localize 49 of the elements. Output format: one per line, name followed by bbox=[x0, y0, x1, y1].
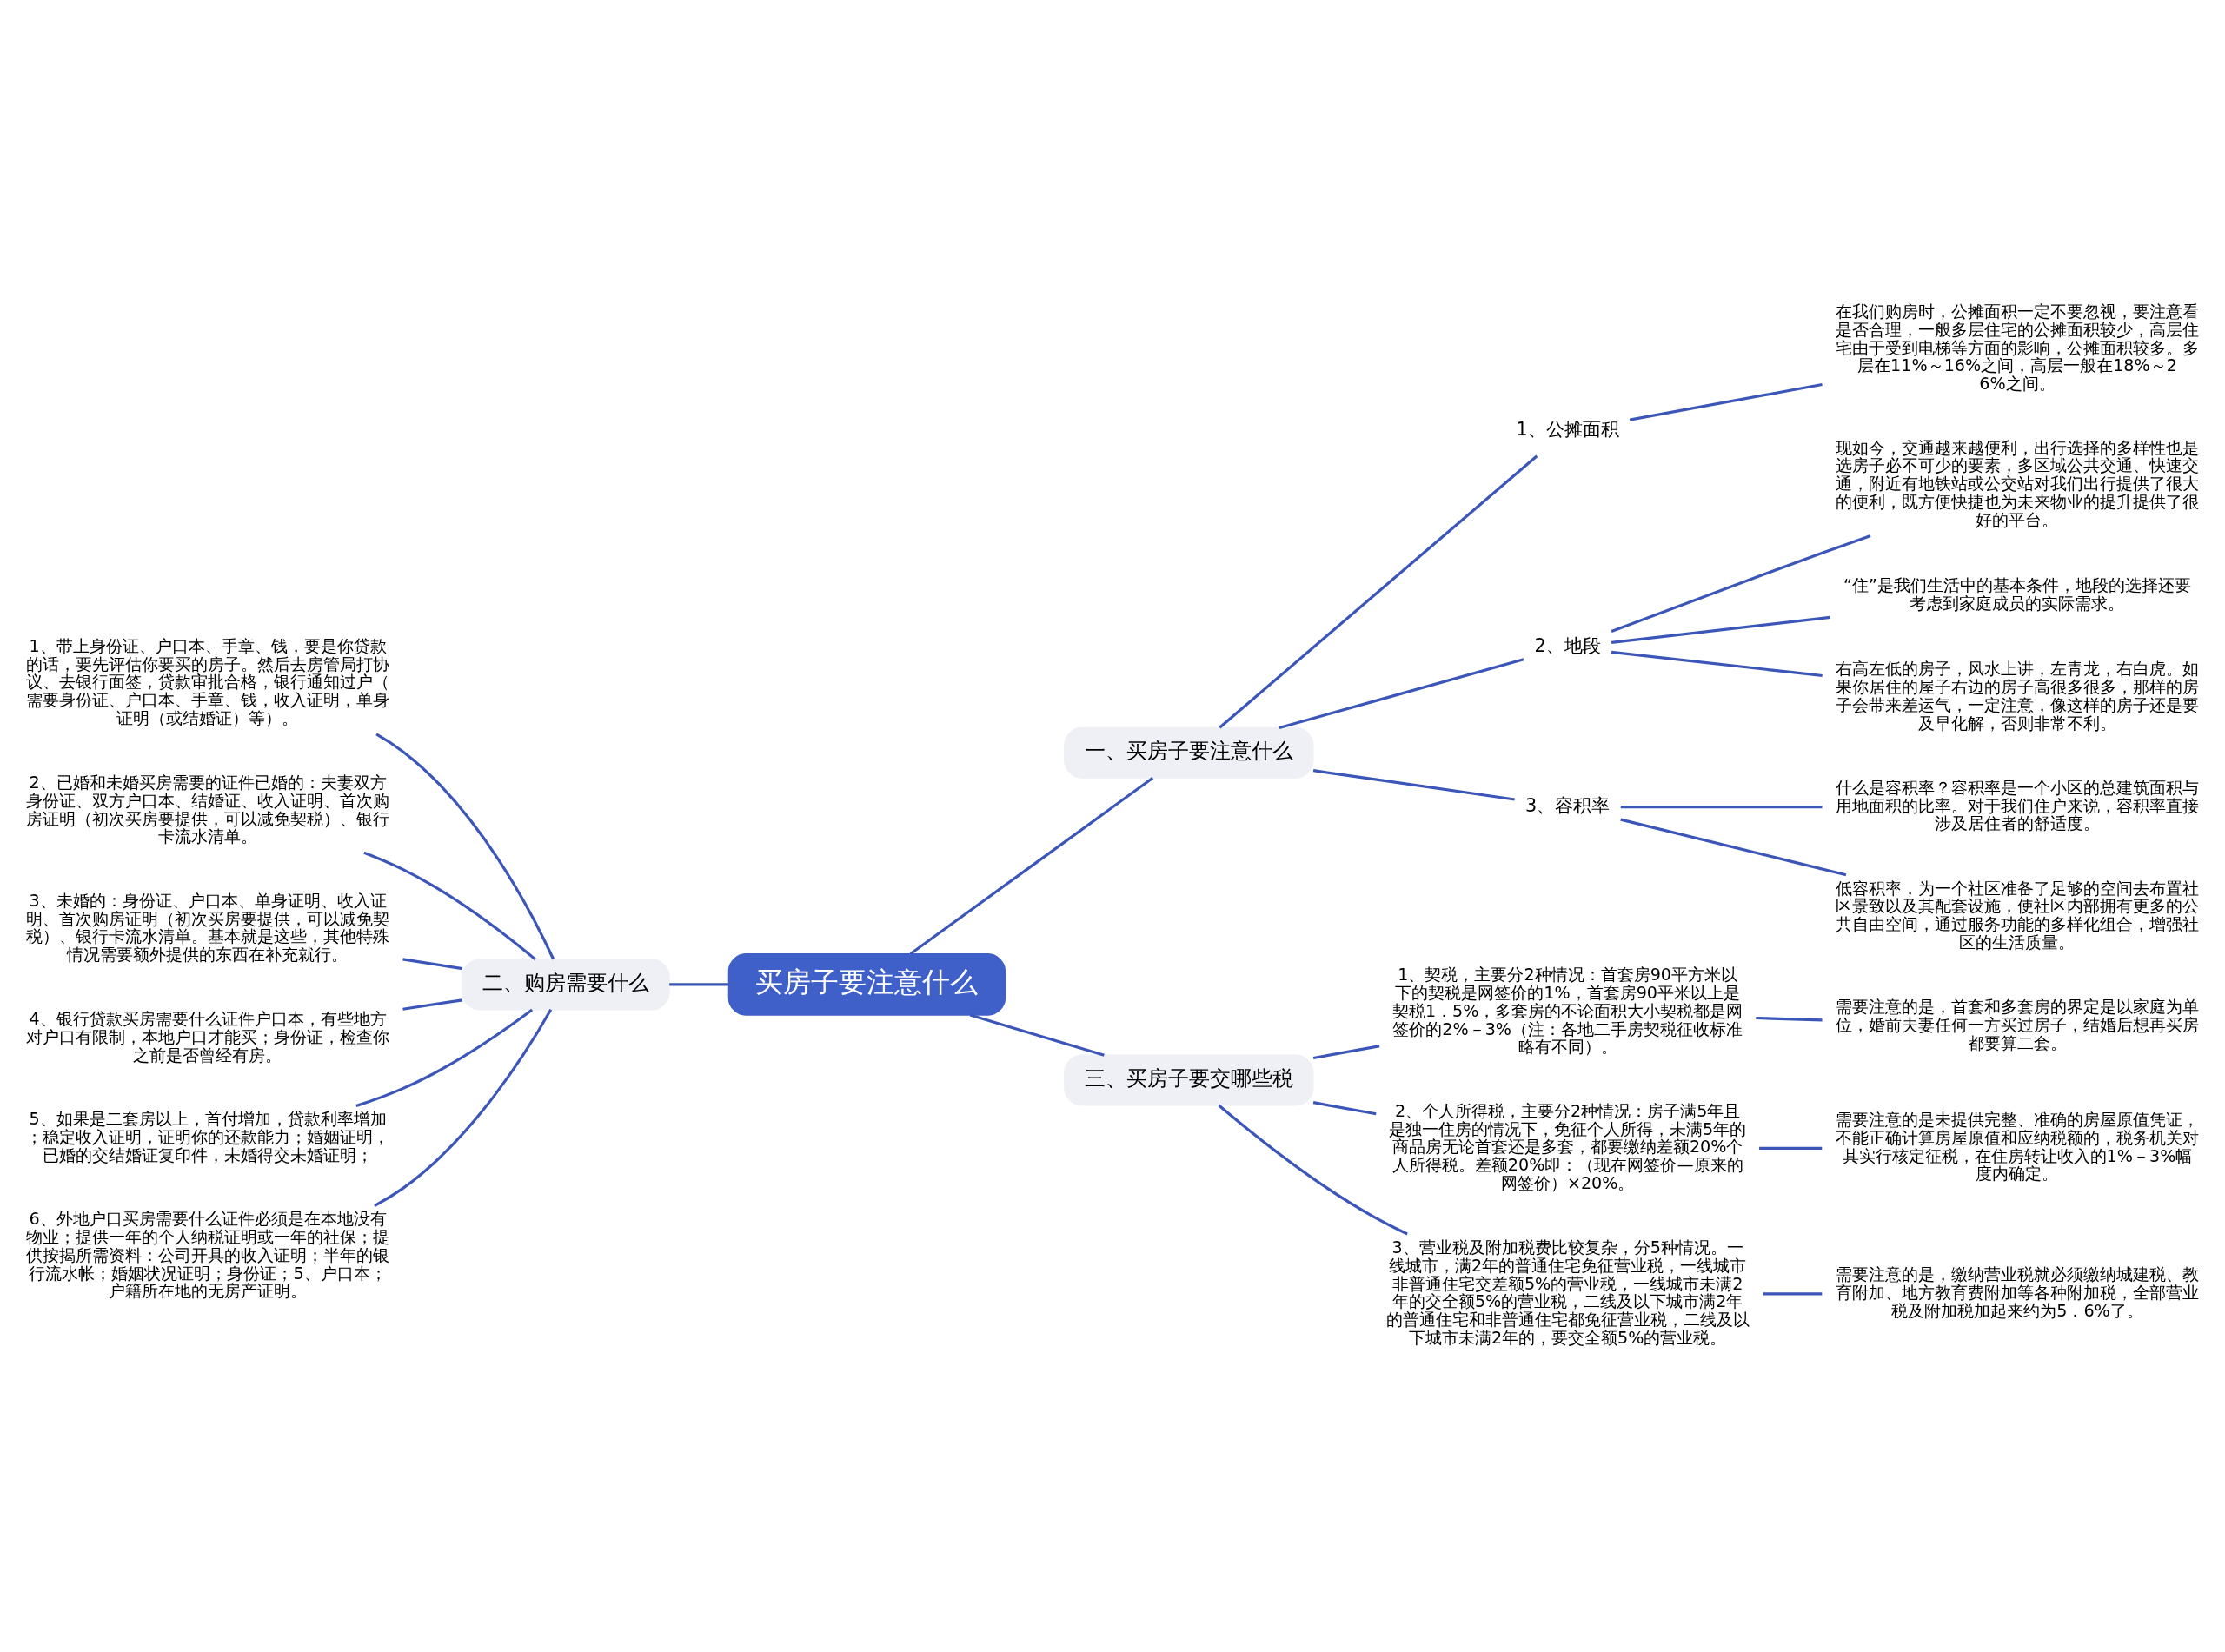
node-text: 需要注意的是，缴纳营业税就必须缴纳城建税、教育附加、地方教育费附加等各种附加税，全部营业税及附加税加起来约为5．6%了。 bbox=[1835, 1264, 2199, 1321]
connector bbox=[402, 958, 463, 971]
connector bbox=[1611, 615, 1830, 644]
node-text: 右高左低的房子，风水上讲，左青龙，右白虎。如果你居住的屋子右边的房子高很多很多，那样的房子会带来差运气，一定注意，像这样的房子还是要及早化解，否则非常不利。 bbox=[1835, 659, 2199, 733]
node-text: 低容积率，为一个社区准备了足够的空间去布置社区景致以及其配套设施，使社区内部拥有更多的公共自由空间，通过服务功能的多样化组合，增强社区的生活质量。 bbox=[1835, 878, 2199, 952]
node-text: 1、契税，主要分2种情况：首套房90平方米以下的契税是网签价的1%，首套房90平米以上是契税1．5%，多套房的不论面积大小契税都是网签价的2%－3%（注：各地二手房契税征收标准略有不同）。 bbox=[1391, 965, 1743, 1058]
node-box: 二、购房需要什么 bbox=[462, 959, 670, 1011]
connector bbox=[1611, 534, 1871, 633]
node-text: 3、营业税及附加税费比较复杂，分5种情况。一线城市，满2年的普通住宅免征营业税，一线城市非普通住宅交差额5%的营业税，一线城市未满2年的交全额5%的营业税，二线及以下城市满2年的普通住宅和非普通住宅都免征营业税，二线及以下城市未满2年的，要交全额5%的营业税。 bbox=[1385, 1237, 1750, 1348]
connector bbox=[1312, 1045, 1380, 1060]
node-box: 一、买房子要注意什么 bbox=[1064, 726, 1314, 779]
node-text: 2、已婚和未婚买房需要的证件已婚的：夫妻双方身份证、双方户口本、结婚证、收入证明、首次购房证明（初次买房要提供，可以减免契税）、银行卡流水清单。 bbox=[26, 773, 390, 847]
connector bbox=[375, 733, 555, 960]
node-text: 2、地段 bbox=[1534, 635, 1601, 657]
node-text: 4、银行贷款买房需要什么证件户口本，有些地方对户口有限制，本地户口才能买；身份证，检查你之前是否曾经有房。 bbox=[26, 1009, 390, 1065]
connector bbox=[374, 1009, 553, 1207]
connector bbox=[1219, 454, 1538, 729]
node-text: 6、外地户口买房需要什么证件必须是在本地没有物业；提供一年的个人纳税证明或一年的社保；提供按揭所需资料：公司开具的收入证明；半年的银行流水帐；婚姻状况证明；身份证；5、户口本；户籍所在地的无房产证明。 bbox=[26, 1209, 390, 1302]
connector bbox=[969, 1013, 1105, 1057]
connector bbox=[1629, 382, 1823, 421]
node-text: 3、容积率 bbox=[1525, 794, 1611, 816]
connector bbox=[1312, 1101, 1377, 1116]
connector bbox=[1218, 1104, 1408, 1236]
connector bbox=[402, 998, 463, 1011]
connector bbox=[1279, 658, 1524, 730]
connector bbox=[909, 776, 1154, 955]
node-text: 2、个人所得税，主要分2种情况：房子满5年且是独一住房的情况下，免征个人所得，未满5年的商品房无论首套还是多套，都要缴纳差额20%个人所得税。差额20%即：（现在网签价—原来的网签价）×20%。 bbox=[1389, 1100, 1747, 1193]
node-text: “住”是我们生活中的基本条件，地段的选择还要考虑到家庭成员的实际需求。 bbox=[1843, 575, 2191, 614]
node-text: 需要注意的是，首套和多套房的界定是以家庭为单位，婚前夫妻任何一方买过房子，结婚后想再买房都要算二套。 bbox=[1835, 997, 2199, 1053]
connector bbox=[363, 851, 536, 961]
node-text: 1、带上身份证、户口本、手章、钱，要是你贷款的话，要先评估你要买的房子。然后去房管局打协议、去银行面签，贷款审批合格，银行通知过户（需要身份证、户口本、手章、钱，收入证明，单身证明（或结婚证）等）。 bbox=[26, 635, 390, 728]
node-text: 需要注意的是未提供完整、准确的房屋原值凭证，不能正确计算房屋原值和应纳税额的，税务机关对其实行核定征税，在住房转让收入的1%－3%幅度内确定。 bbox=[1835, 1110, 2199, 1184]
node-text: 在我们购房时，公摊面积一定不要忽视，要注意看是否合理，一般多层住宅的公摊面积较少，高层住宅由于受到电梯等方面的影响，公摊面积较多。多层在11%～16%之间，高层一般在18%～26%之间。 bbox=[1835, 302, 2199, 395]
connector bbox=[669, 983, 729, 986]
connector bbox=[1759, 1146, 1823, 1150]
node-text: 什么是容积率？容积率是一个小区的总建筑面积与用地面积的比率。对于我们住户来说，容积率直接涉及居住者的舒适度。 bbox=[1835, 777, 2199, 834]
connector bbox=[1620, 818, 1847, 877]
connector bbox=[1763, 1292, 1823, 1296]
node-text: 5、如果是二套房以上，首付增加，贷款利率增加；稳定收入证明，证明你的还款能力；婚姻证明，已婚的交结婚证复印件，未婚得交未婚证明； bbox=[26, 1109, 390, 1165]
node-box: 买房子要注意什么 bbox=[727, 953, 1006, 1016]
node-text: 1、公摊面积 bbox=[1516, 419, 1619, 441]
connector bbox=[1312, 769, 1515, 801]
connector bbox=[1611, 650, 1823, 678]
connector bbox=[1620, 805, 1823, 809]
node-text: 3、未婚的：身份证、户口本、单身证明、收入证明、首次购房证明（初次买房要提供，可以减免契税）、银行卡流水清单。基本就是这些，其他特殊情况需要额外提供的东西在补充就行。 bbox=[26, 890, 390, 965]
connector bbox=[355, 1008, 534, 1108]
node-text: 现如今，交通越来越便利，出行选择的多样性也是选房子必不可少的要素，多区域公共交通、快速交通，附近有地铁站或公交站对我们出行提供了很大的便利，既方便快捷也为未来物业的提升提供了很好的平台。 bbox=[1835, 437, 2199, 530]
connector bbox=[1756, 1016, 1823, 1022]
node-box: 三、买房子要交哪些税 bbox=[1064, 1054, 1314, 1106]
